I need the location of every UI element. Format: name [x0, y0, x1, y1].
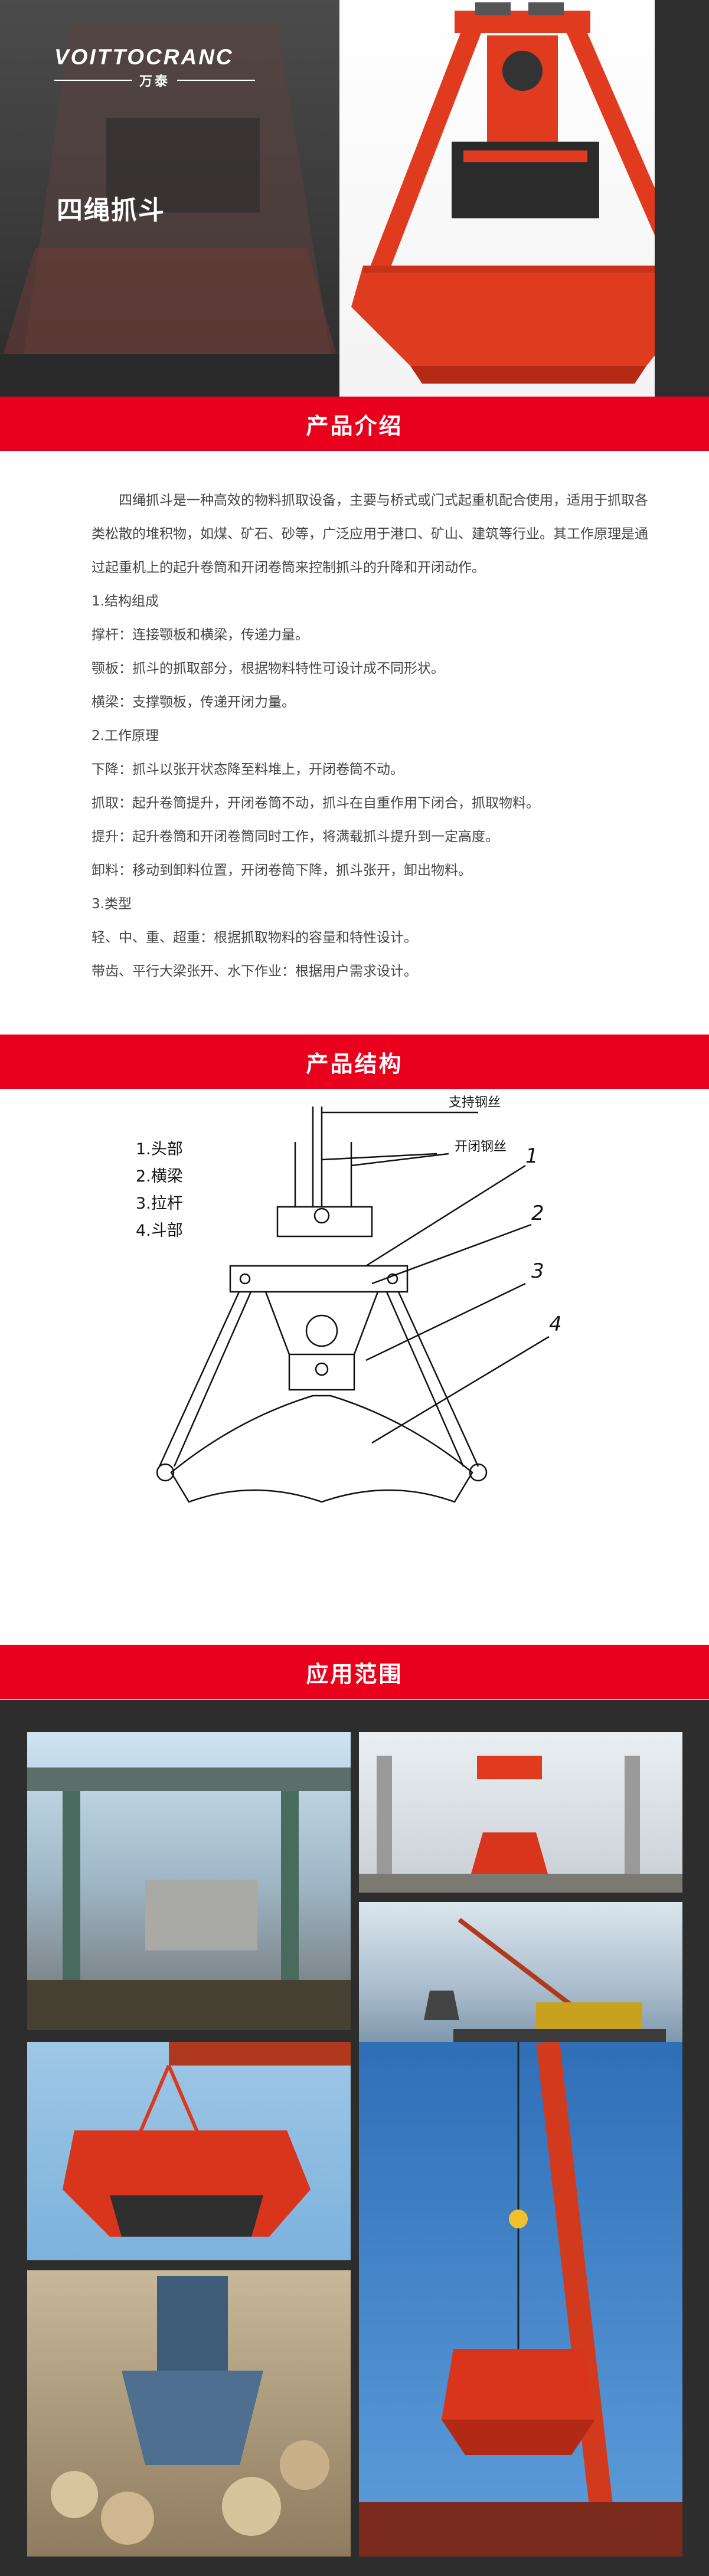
- intro-line: 颚板：抓斗的抓取部分，根据物料特性可设计成不同形状。: [92, 661, 445, 676]
- intro-line: 2.工作原理: [92, 728, 159, 744]
- application-gallery: [0, 1700, 709, 2576]
- diagram-number-1: 1: [525, 1144, 538, 1168]
- app-photo-log-grab: [27, 2270, 351, 2557]
- section-title-application: 应用范围: [306, 1661, 403, 1687]
- app-photo-portal-crane: [359, 2042, 682, 2557]
- legend-item: 3.拉杆: [136, 1194, 183, 1213]
- app-photo-bridge-grab-art: [359, 1756, 682, 1893]
- hero-right-photo: [339, 0, 709, 397]
- app-photo-floating-crane-art: [359, 1917, 682, 2063]
- logo-line-left: [54, 80, 132, 81]
- app-photo-log-grab-art: [51, 2276, 329, 2545]
- diagram-number-4: 4: [549, 1312, 562, 1336]
- app-photo-floating-crane: [359, 1902, 682, 2063]
- intro-line: 横梁：支撑颚板，传递开闭力量。: [92, 695, 295, 710]
- logo-wordmark: VOITTOCRANC: [54, 45, 234, 69]
- hero-left-grab-photo: [0, 24, 339, 397]
- diagram-number-2: 2: [531, 1202, 544, 1225]
- label-support-rope: 支持钢丝: [449, 1095, 501, 1110]
- brand-logo: VOITTOCRANC 万泰: [54, 45, 256, 90]
- structure-diagram: 支持钢丝 开闭钢丝 1 2 3 4: [156, 1095, 562, 1503]
- app-photo-timber-gantry-art: [27, 1767, 351, 2030]
- logo-line-right: [177, 80, 256, 81]
- intro-line: 1.结构组成: [92, 594, 159, 609]
- legend-item: 2.横梁: [136, 1167, 183, 1186]
- structure-legend: 1.头部 2.横梁 3.拉杆 4.斗部: [136, 1136, 183, 1245]
- intro-paragraph: 四绳抓斗是一种高效的物料抓取设备，主要与桥式或门式起重机配合使用，适用于抓取各类…: [92, 493, 648, 575]
- intro-body: 四绳抓斗是一种高效的物料抓取设备，主要与桥式或门式起重机配合使用，适用于抓取各类…: [92, 484, 658, 988]
- section-title-intro: 产品介绍: [306, 413, 403, 439]
- intro-line: 撑杆：连接颚板和横梁，传递力量。: [92, 627, 309, 643]
- section-header-intro: 产品介绍: [0, 397, 709, 451]
- diagram-number-3: 3: [531, 1259, 544, 1283]
- hero-banner: VOITTOCRANC 万泰 四绳抓斗: [0, 0, 709, 397]
- intro-line: 轻、中、重、超重：根据抓取物料的容量和特性设计。: [92, 930, 417, 945]
- app-photo-red-grab-sky-art: [63, 2042, 351, 2237]
- intro-line: 卸料：移动到卸料位置，开闭卷筒下降，抓斗张开，卸出物料。: [92, 863, 472, 878]
- intro-line: 提升：起升卷筒和开闭卷筒同时工作，将满载抓斗提升到一定高度。: [92, 829, 499, 845]
- app-photo-red-grab-sky: [27, 2042, 351, 2260]
- intro-line: 3.类型: [92, 896, 132, 912]
- section-title-structure: 产品结构: [306, 1050, 403, 1077]
- app-photo-portal-crane-art: [359, 2042, 682, 2557]
- label-open-rope: 开闭钢丝: [455, 1140, 507, 1154]
- app-photo-timber-gantry: [27, 1732, 351, 2030]
- logo-chinese-name: 万泰: [139, 74, 171, 89]
- intro-line: 下降：抓斗以张开状态降至料堆上，开闭卷筒不动。: [92, 762, 404, 777]
- legend-item: 1.头部: [136, 1140, 183, 1158]
- intro-line: 抓取：起升卷筒提升，开闭卷筒不动，抓斗在自重作用下闭合，抓取物料。: [92, 796, 540, 811]
- intro-line: 带齿、平行大梁张开、水下作业：根据用户需求设计。: [92, 964, 417, 979]
- hero-title: 四绳抓斗: [57, 195, 165, 225]
- logo-subline: 万泰: [54, 71, 256, 90]
- legend-item: 4.斗部: [136, 1222, 183, 1240]
- app-photo-bridge-grab: [359, 1732, 682, 1893]
- section-header-application: 应用范围: [0, 1645, 709, 1699]
- section-header-structure: 产品结构: [0, 1035, 709, 1089]
- hero-grab-illustration: [351, 2, 694, 384]
- hero-left-photo: [0, 0, 339, 397]
- hero-right-edge: [655, 0, 709, 397]
